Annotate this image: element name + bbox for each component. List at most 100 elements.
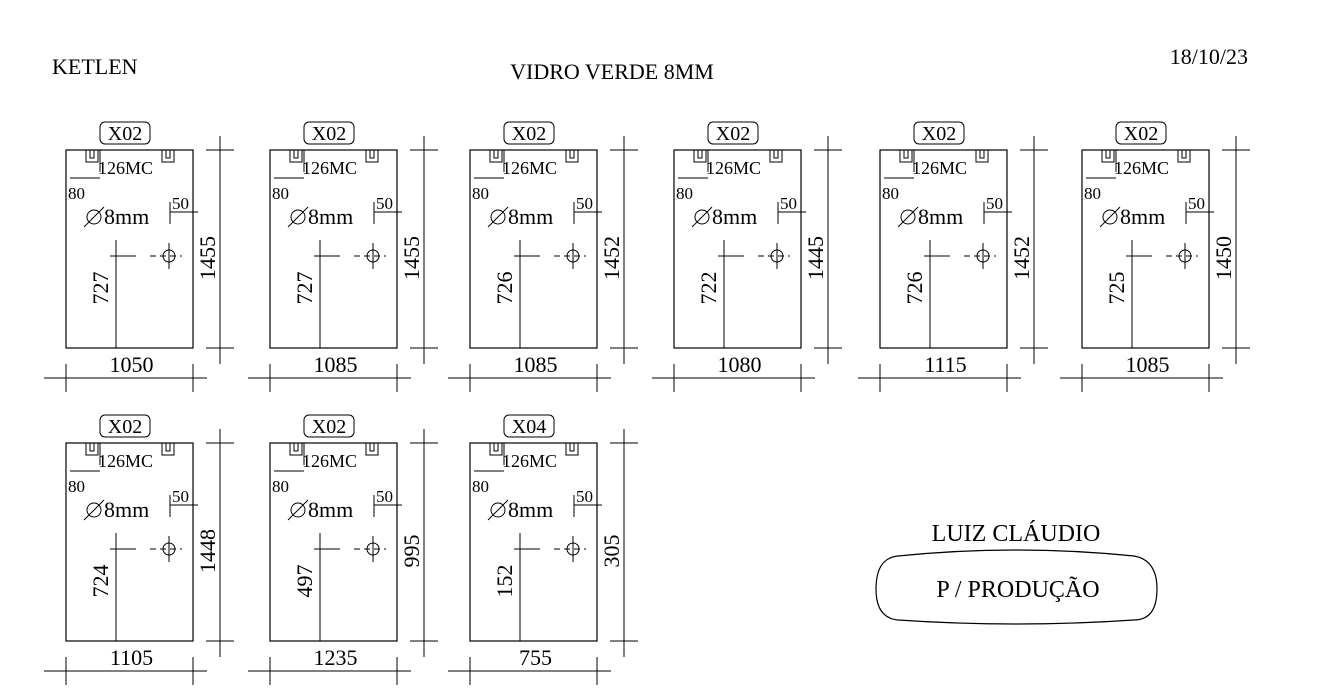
edge-offset-label: 80 — [68, 477, 85, 496]
lock-hardware-icon — [678, 150, 783, 179]
code-box — [913, 121, 965, 145]
width-dimension-label: 1105 — [110, 645, 153, 670]
hole-offset-label: 50 — [986, 194, 1003, 213]
glass-outline — [469, 442, 598, 642]
width-dimension-label: 1085 — [514, 352, 558, 377]
height-dimension-label: 1450 — [1211, 236, 1236, 280]
hole-icon — [566, 249, 580, 263]
hole-height-label: 497 — [292, 565, 317, 598]
hole-height-label: 726 — [902, 272, 927, 305]
hole-icon — [770, 249, 784, 263]
hole-icon — [366, 542, 380, 556]
hole-diameter-label: 8mm — [104, 204, 149, 229]
diameter-icon — [83, 499, 105, 521]
diameter-icon — [897, 206, 919, 228]
hole-height-label: 726 — [492, 272, 517, 305]
code-box — [503, 414, 555, 438]
diameter-icon — [287, 499, 309, 521]
hole-diameter-label: 8mm — [918, 204, 963, 229]
hole-offset-label: 50 — [376, 487, 393, 506]
hole-offset-label: 50 — [172, 487, 189, 506]
glass-panel: X02 126MC 80 8mm 50 724 1448 1105 — [44, 414, 234, 685]
hole-diameter-label: 8mm — [308, 497, 353, 522]
lock-hardware-icon — [274, 150, 379, 179]
lock-hardware-icon — [884, 150, 989, 179]
hole-icon — [566, 542, 580, 556]
lock-label: 126MC — [302, 451, 357, 471]
recipient-name: LUIZ CLÁUDIO — [932, 521, 1101, 547]
panel-code: X02 — [716, 123, 750, 145]
hole-offset-label: 50 — [576, 487, 593, 506]
height-dimension-label: 995 — [399, 535, 424, 568]
glass-outline — [65, 149, 194, 349]
sheet-date: 18/10/23 — [1170, 44, 1248, 69]
panel-code: X02 — [312, 416, 346, 438]
hole-icon — [366, 249, 380, 263]
height-dimension-label: 1448 — [195, 529, 220, 573]
glass-outline — [1081, 149, 1210, 349]
hole-diameter-label: 8mm — [508, 497, 553, 522]
code-box — [99, 121, 151, 145]
height-dimension-label: 305 — [599, 535, 624, 568]
panel-list: X02126MC808mm5072714551050X02126MC808mm5… — [44, 121, 1250, 685]
lock-label: 126MC — [98, 451, 153, 471]
hole-height-label: 725 — [1104, 272, 1129, 305]
height-dimension-label: 1455 — [195, 236, 220, 280]
sheet-title: VIDRO VERDE 8MM — [510, 59, 714, 84]
edge-offset-label: 80 — [1084, 184, 1101, 203]
lock-hardware-icon — [70, 443, 175, 472]
panel-code: X04 — [512, 416, 546, 438]
diameter-icon — [287, 206, 309, 228]
width-dimension-label: 1085 — [314, 352, 358, 377]
hole-icon — [162, 249, 176, 263]
lock-hardware-icon — [274, 443, 379, 472]
hole-diameter-label: 8mm — [1120, 204, 1165, 229]
diameter-icon — [691, 206, 713, 228]
panel-code: X02 — [922, 123, 956, 145]
lock-label: 126MC — [912, 158, 967, 178]
glass-outline — [673, 149, 802, 349]
code-box — [99, 414, 151, 438]
panel-code: X02 — [512, 123, 546, 145]
lock-hardware-icon — [474, 443, 579, 472]
hole-height-label: 152 — [492, 565, 517, 598]
glass-outline — [269, 442, 398, 642]
hole-icon — [1178, 249, 1192, 263]
panel-code: X02 — [108, 123, 142, 145]
hole-diameter-label: 8mm — [508, 204, 553, 229]
panel-code: X02 — [312, 123, 346, 145]
width-dimension-label: 1115 — [924, 352, 966, 377]
height-dimension-label: 1452 — [599, 236, 624, 280]
hole-offset-label: 50 — [576, 194, 593, 213]
width-dimension-label: 1235 — [314, 645, 358, 670]
glass-outline — [65, 442, 194, 642]
edge-offset-label: 80 — [882, 184, 899, 203]
hole-diameter-label: 8mm — [104, 497, 149, 522]
lock-label: 126MC — [502, 451, 557, 471]
code-box — [303, 414, 355, 438]
lock-label: 126MC — [98, 158, 153, 178]
hole-height-label: 727 — [88, 272, 113, 305]
edge-offset-label: 80 — [676, 184, 693, 203]
hole-height-label: 727 — [292, 272, 317, 305]
lock-hardware-icon — [1086, 150, 1191, 179]
hole-offset-label: 50 — [1188, 194, 1205, 213]
hole-icon — [976, 249, 990, 263]
lock-hardware-icon — [474, 150, 579, 179]
hole-height-label: 724 — [88, 565, 113, 598]
code-box — [1115, 121, 1167, 145]
edge-offset-label: 80 — [272, 184, 289, 203]
code-box — [303, 121, 355, 145]
hole-diameter-label: 8mm — [308, 204, 353, 229]
panel-code: X02 — [1124, 123, 1158, 145]
panel-code: X02 — [108, 416, 142, 438]
stamp-text: P / PRODUÇÃO — [936, 577, 1099, 603]
code-box — [503, 121, 555, 145]
height-dimension-label: 1445 — [803, 236, 828, 280]
